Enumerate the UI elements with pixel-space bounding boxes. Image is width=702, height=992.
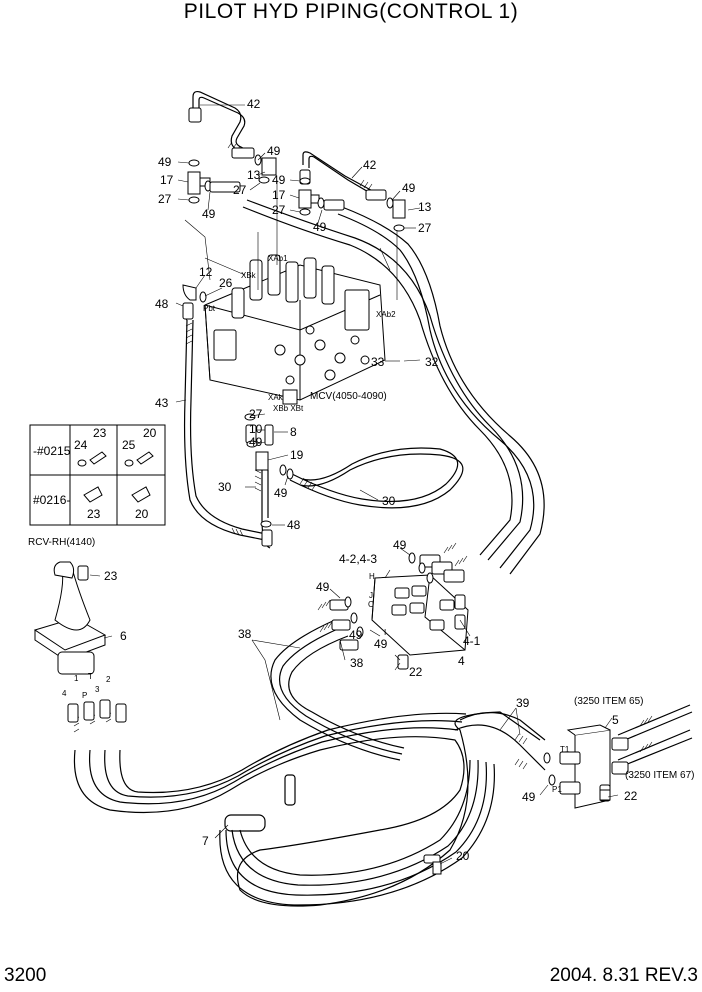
callout-32: 32 [425,355,439,369]
bolts [423,789,611,875]
callout-8: 8 [290,425,297,439]
callout-30a: 30 [218,480,232,494]
callout-49a: 49 [267,144,281,158]
callout-49b: 49 [158,155,172,169]
page-title: PILOT HYD PIPING(CONTROL 1) [183,0,519,23]
inset-callout-23b: 23 [87,507,101,521]
callout-30b: 30 [382,494,396,508]
rcv-port-label-p: P [82,691,87,700]
callout-39: 39 [516,696,530,710]
callout-42a: 42 [247,97,261,111]
port-label-xbk: XBk [241,271,257,280]
hose-braid-hatching [73,141,653,770]
callout-43: 43 [155,396,169,410]
block-port-label-j: J [369,591,373,600]
ref-item67-label: (3250 ITEM 67) [625,770,694,781]
hose-lines [73,90,693,907]
inset-callout-20a: 20 [143,426,157,440]
callout-49e: 49 [402,181,416,195]
callout-26: 26 [219,276,233,290]
callout-49j: 49 [316,580,330,594]
callout-13a: 13 [247,168,261,182]
port-label-pbt: Pbt [203,304,216,313]
inset-callout-24: 24 [74,438,88,452]
callout-27a: 27 [158,192,172,206]
port-label-xak: XAk [268,393,284,402]
port-label-xab1: XAb1 [268,254,288,263]
inset-callout-25: 25 [122,438,136,452]
callout-7: 7 [202,834,209,848]
component-labels: MCV(4050-4090) RCV-RH(4140) (3250 ITEM 6… [28,391,694,781]
port-labels: XBk XAb1 Pbt XAb2 XAk XBb XBt T1 P1 1 P … [62,254,570,794]
callout-5: 5 [612,713,619,727]
rcv-port-label-4: 4 [62,689,67,698]
rcv-port-label-3: 3 [95,685,100,694]
callout-13b: 13 [418,200,432,214]
rcv-joystick [33,561,127,723]
callout-4: 4 [458,654,465,668]
block-port-label-h: H [369,572,375,581]
callout-27f: 27 [249,407,263,421]
callout-22b: 22 [624,789,638,803]
inset-row1-label: -#0215 [33,444,71,458]
callout-27c: 27 [272,203,286,217]
callout-49m: 49 [522,790,536,804]
rcv-port-label-1: 1 [74,674,79,683]
port-label-xab2: XAb2 [376,310,396,319]
callout-49d: 49 [272,173,286,187]
callout-49f: 49 [313,220,327,234]
block-port-label-c: C [368,600,374,609]
valve-block-4 [329,552,469,670]
callout-48a: 48 [155,297,169,311]
callout-numbers: 42 49 49 13 17 27 49 27 42 49 17 49 27 1… [104,97,638,863]
leader-lines [89,104,619,865]
callout-49k: 49 [349,628,363,642]
callout-4-1: 4-1 [463,634,481,648]
callout-22a: 22 [409,665,423,679]
rcv-port-label-2: 2 [106,675,111,684]
port-label-xbb: XBb XBt [273,404,304,413]
callout-27d: 27 [418,221,432,235]
callout-20c: 20 [456,849,470,863]
callout-49g: 49 [249,435,263,449]
block-5 [543,724,629,809]
callout-6: 6 [120,629,127,643]
ref-item65-label: (3250 ITEM 65) [574,696,643,707]
main-control-valve [204,254,386,405]
callout-49i: 49 [393,538,407,552]
callout-33: 33 [371,355,385,369]
callout-49l: 49 [374,637,388,651]
fittings-top [182,107,406,547]
callout-49c: 49 [202,207,216,221]
inset-table-text: -#0215 #0216- 24 23 25 20 23 20 [33,426,157,521]
block-port-label-i: I [384,628,386,637]
inset-hardware-table [29,424,166,526]
callout-4-2-4-3: 4-2,4-3 [339,552,377,566]
callout-17a: 17 [160,173,174,187]
callout-49h: 49 [274,486,288,500]
callout-12: 12 [199,265,213,279]
callout-19: 19 [290,448,304,462]
callout-23c: 23 [104,569,118,583]
port-label-p1: P1 [552,785,562,794]
callout-42b: 42 [363,158,377,172]
callout-38b: 38 [350,656,364,670]
callout-48b: 48 [287,518,301,532]
callout-38a: 38 [238,627,252,641]
rcv-port-label-t: T [88,672,93,681]
page-number: 3200 [4,965,47,986]
callout-10: 10 [249,422,263,436]
mcv-label: MCV(4050-4090) [310,391,387,402]
revision-date: 2004. 8.31 REV.3 [549,965,698,986]
callout-27b: 27 [233,183,247,197]
rcv-label: RCV-RH(4140) [28,537,95,548]
inset-callout-20b: 20 [135,507,149,521]
inset-callout-23a: 23 [93,426,107,440]
port-label-t1: T1 [560,745,570,754]
inset-row2-label: #0216- [33,493,70,507]
callout-17b: 17 [272,188,286,202]
